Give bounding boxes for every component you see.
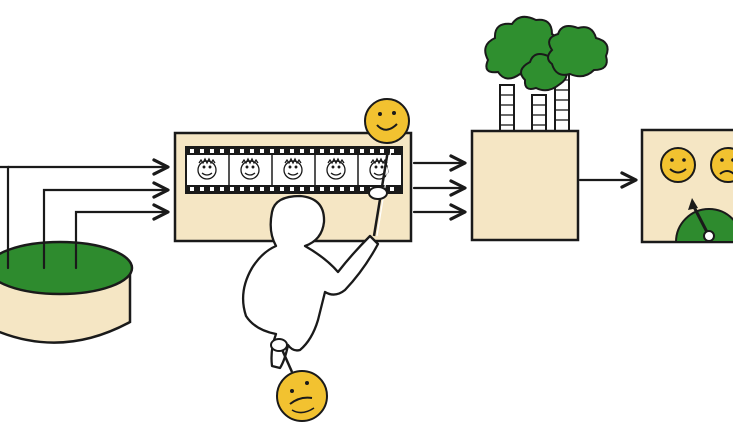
film-frame-face — [197, 157, 217, 180]
sad-sign-icon — [276, 370, 328, 422]
rating-gauge-icon — [674, 198, 733, 243]
film-frame-face — [283, 157, 303, 180]
film-strip-icon — [185, 146, 403, 194]
film-frame-face — [326, 157, 346, 180]
happy-face-icon — [660, 147, 696, 183]
film-frame-face — [240, 157, 260, 180]
film-box — [173, 131, 413, 243]
processing-box — [470, 15, 609, 242]
source-cylinder — [0, 240, 134, 344]
rating-box — [640, 128, 733, 244]
person-figure — [241, 98, 410, 422]
film-to-processing-arrows — [412, 154, 467, 221]
tree-canopies — [484, 15, 609, 92]
input-arrows — [0, 158, 170, 270]
happy-sign-icon — [364, 98, 410, 144]
